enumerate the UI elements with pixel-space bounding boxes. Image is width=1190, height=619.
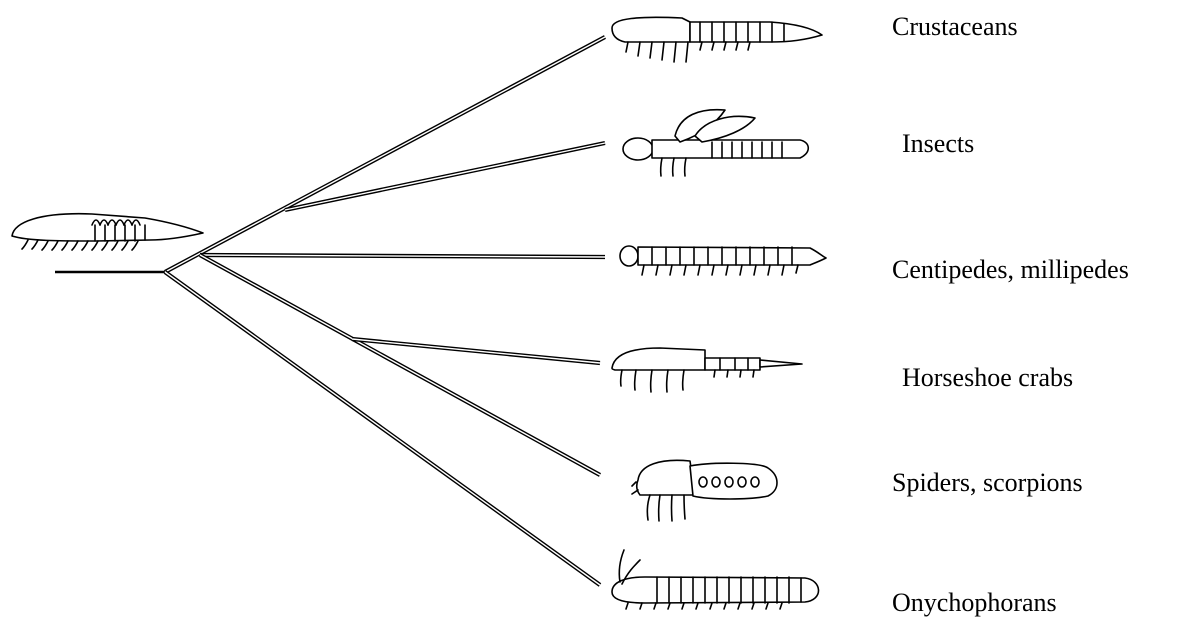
branch-upper-clade <box>165 37 605 272</box>
segmented-ancestor-icon <box>12 214 203 250</box>
branch-centipedes <box>200 255 605 257</box>
myriapod-icon <box>620 246 826 275</box>
taxon-label-insects: Insects <box>902 131 974 157</box>
arachnid-icon <box>632 460 777 521</box>
taxon-label-horseshoe-crabs: Horseshoe crabs <box>902 365 1073 391</box>
crustacean-icon <box>612 17 822 62</box>
branch-insects <box>285 143 605 210</box>
taxon-label-centipedes-millipedes: Centipedes, millipedes <box>892 257 1129 283</box>
onychophoran-icon <box>612 550 819 609</box>
tree-branches <box>55 37 605 585</box>
branch-onychophorans <box>165 272 600 585</box>
insect-icon <box>623 110 808 176</box>
horseshoe-crab-icon <box>612 348 802 392</box>
taxon-label-crustaceans: Crustaceans <box>892 14 1018 40</box>
taxon-label-onychophorans: Onychophorans <box>892 590 1057 616</box>
taxon-label-spiders-scorpions: Spiders, scorpions <box>892 470 1083 496</box>
